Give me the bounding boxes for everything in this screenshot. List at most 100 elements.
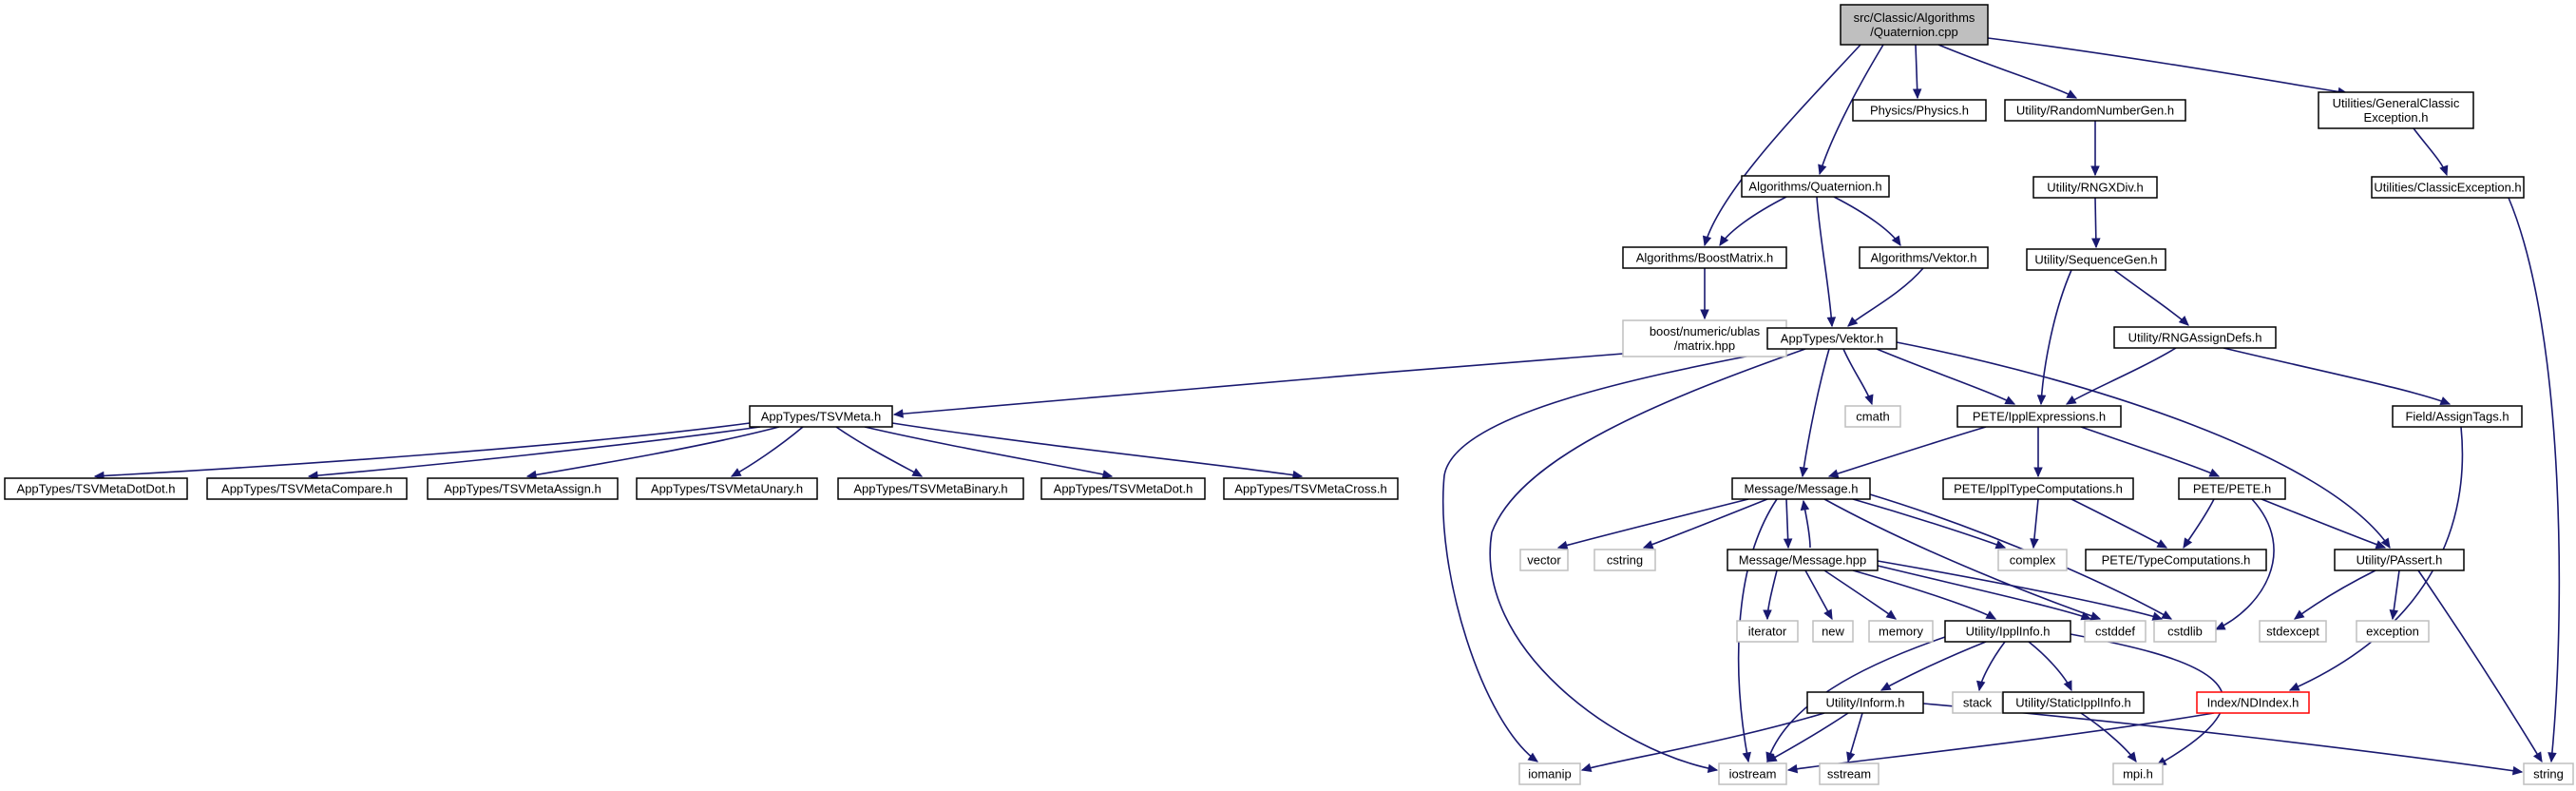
- edge-classicexc-to-string: [2508, 197, 2561, 763]
- node-physics[interactable]: Physics/Physics.h: [1852, 99, 1987, 122]
- edge-arrowhead: [2532, 751, 2543, 763]
- edge-line: [1489, 348, 1806, 771]
- node-label: Physics/Physics.h: [1870, 104, 1969, 118]
- node-box: [2356, 620, 2430, 643]
- node-message-h[interactable]: Message/Message.h: [1731, 477, 1871, 500]
- node-label: Utility/RandomNumberGen.h: [2016, 104, 2174, 118]
- node-box: [1997, 549, 2068, 571]
- node-label: PETE/IpplExpressions.h: [1973, 410, 2106, 424]
- edge-boostmatrix-to-ublas: [1700, 268, 1709, 320]
- node-ipplexpr[interactable]: PETE/IpplExpressions.h: [1956, 405, 2122, 428]
- node-message-hpp[interactable]: Message/Message.hpp: [1727, 549, 1879, 571]
- edge-arrowhead: [1556, 540, 1569, 550]
- edge-line: [2215, 498, 2275, 630]
- edge-message_hpp-to-cstddef: [1877, 565, 2092, 621]
- node-complex: complex: [1997, 549, 2068, 571]
- node-tsv-assign[interactable]: AppTypes/TSVMetaAssign.h: [427, 477, 619, 500]
- edge-line: [864, 426, 1113, 477]
- node-tsv-cross[interactable]: AppTypes/TSVMetaCross.h: [1223, 477, 1399, 500]
- edge-arrowhead: [2033, 467, 2043, 478]
- edge-line: [2261, 498, 2386, 549]
- edge-arrowhead: [2511, 765, 2524, 776]
- node-boostmatrix[interactable]: Algorithms/BoostMatrix.h: [1622, 246, 1787, 269]
- node-box: [2334, 549, 2465, 571]
- edge-line: [1877, 560, 2163, 620]
- node-staticippl[interactable]: Utility/StaticIpplInfo.h: [2002, 691, 2145, 714]
- node-label: AppTypes/TSVMetaCross.h: [1234, 482, 1386, 496]
- node-box: [2196, 691, 2310, 714]
- edge-message_h-to-complex: [1852, 498, 2007, 550]
- node-rngxdiv[interactable]: Utility/RNGXDiv.h: [2032, 176, 2158, 199]
- edge-line: [1852, 498, 2006, 549]
- node-box: [2178, 477, 2286, 500]
- node-box: [2085, 549, 2267, 571]
- node-vector: vector: [1519, 549, 1569, 571]
- node-label: Utility/RNGXDiv.h: [2047, 181, 2144, 195]
- node-label: AppTypes/TSVMeta.h: [761, 410, 881, 424]
- edge-arrowhead: [2380, 537, 2391, 550]
- node-typecomp[interactable]: PETE/TypeComputations.h: [2085, 549, 2267, 571]
- node-rng[interactable]: Utility/RandomNumberGen.h: [2004, 99, 2186, 122]
- edge-tsvmeta-to-tsv_assign: [525, 426, 780, 480]
- edge-arrowhead: [1742, 751, 1751, 763]
- node-label: Utilities/ClassicException.h: [2374, 181, 2521, 195]
- edge-line: [1704, 44, 1861, 246]
- node-box: [1622, 246, 1787, 269]
- node-classicexc[interactable]: Utilities/ClassicException.h: [2371, 176, 2525, 199]
- edge-arrowhead: [1912, 88, 1922, 100]
- node-rngassign[interactable]: Utility/RNGAssignDefs.h: [2113, 326, 2277, 349]
- node-ipplinfo[interactable]: Utility/IpplInfo.h: [1944, 620, 2071, 643]
- edge-ipplinfo-to-stack: [1976, 641, 2006, 692]
- node-algo-vektor[interactable]: Algorithms/Vektor.h: [1859, 246, 1989, 269]
- edge-tsvmeta-to-tsv_binary: [835, 426, 924, 477]
- node-box: [1593, 549, 1656, 571]
- node-tsv-binary[interactable]: AppTypes/TSVMetaBinary.h: [837, 477, 1024, 500]
- node-label: boost/numeric/ublas: [1650, 324, 1761, 338]
- edge-arrowhead: [1818, 164, 1827, 176]
- edge-message_h-to-vector: [1556, 498, 1749, 550]
- node-tsv-dot[interactable]: AppTypes/TSVMetaDot.h: [1040, 477, 1206, 500]
- edge-line: [1441, 348, 1787, 762]
- node-label: Algorithms/Quaternion.h: [1748, 180, 1881, 194]
- node-app-vektor[interactable]: AppTypes/Vektor.h: [1766, 327, 1898, 350]
- edge-arrowhead: [2178, 316, 2189, 326]
- edge-line: [1766, 636, 1946, 762]
- node-tsv-compare[interactable]: AppTypes/TSVMetaCompare.h: [206, 477, 408, 500]
- edge-ipplexpr-to-pete: [2080, 426, 2221, 477]
- node-ippltype[interactable]: PETE/IpplTypeComputations.h: [1942, 477, 2134, 500]
- edge-line: [1823, 498, 2101, 620]
- node-tsvmeta[interactable]: AppTypes/TSVMeta.h: [749, 405, 893, 428]
- node-tsv-unary[interactable]: AppTypes/TSVMetaUnary.h: [636, 477, 818, 500]
- node-ndindex[interactable]: Index/NDIndex.h: [2196, 691, 2310, 714]
- edge-line: [1896, 341, 2391, 549]
- edge-quat_cpp-to-gce: [1987, 37, 2349, 97]
- node-seqgen[interactable]: Utility/SequenceGen.h: [2026, 248, 2166, 271]
- edge-line: [2508, 197, 2561, 762]
- edge-line: [1852, 569, 1996, 620]
- node-label: new: [1822, 625, 1844, 639]
- node-box: [2084, 620, 2147, 643]
- edge-quat_cpp-to-algo_quat: [1818, 44, 1884, 176]
- edge-gce-to-classicexc: [2413, 127, 2449, 177]
- edge-tsvmeta-to-tsv_unary: [730, 426, 804, 477]
- node-inform[interactable]: Utility/Inform.h: [1806, 691, 1924, 714]
- node-tsv-dotdot[interactable]: AppTypes/TSVMetaDotDot.h: [4, 477, 188, 500]
- node-assigntags[interactable]: Field/AssignTags.h: [2392, 405, 2523, 428]
- edge-line: [1937, 44, 2077, 99]
- edge-arrowhead: [1826, 317, 1837, 328]
- node-label: string: [2533, 767, 2564, 781]
- edge-line: [2417, 569, 2543, 762]
- edge-line: [2223, 347, 2451, 405]
- node-passert[interactable]: Utility/PAssert.h: [2334, 549, 2465, 571]
- node-quat-cpp[interactable]: src/Classic/Algorithms/Quaternion.cpp: [1840, 4, 1989, 46]
- node-algo-quat[interactable]: Algorithms/Quaternion.h: [1741, 175, 1890, 198]
- node-box: [1942, 477, 2134, 500]
- node-iterator: iterator: [1736, 620, 1799, 643]
- edge-arrowhead: [1846, 751, 1856, 763]
- edge-line: [1719, 196, 1787, 246]
- edge-passert-to-string: [2417, 569, 2543, 763]
- node-box: [837, 477, 1024, 500]
- node-pete[interactable]: PETE/PETE.h: [2178, 477, 2286, 500]
- node-box: [636, 477, 818, 500]
